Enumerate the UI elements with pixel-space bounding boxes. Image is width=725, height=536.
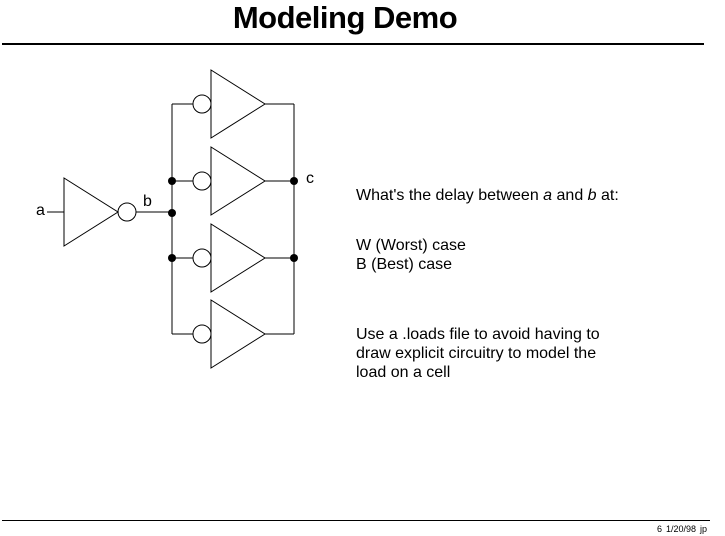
loads-file-note: Use a .loads file to avoid having to dra… — [356, 325, 600, 382]
load4-triangle — [210, 299, 266, 369]
load2-triangle — [210, 146, 266, 216]
load3-triangle — [210, 223, 266, 293]
node-label-c: c — [306, 170, 314, 187]
question-var-b: b — [587, 187, 597, 204]
question-var-a: a — [543, 187, 553, 204]
loads-note-line: draw explicit circuitry to model the — [356, 345, 597, 362]
load4-bubble — [192, 324, 212, 344]
footer-rule — [2, 520, 710, 521]
question-suffix: at: — [596, 187, 619, 204]
question-prefix: What's the delay between — [356, 187, 544, 204]
case-list: W (Worst) case B (Best) case — [356, 236, 466, 274]
page-number: 6 — [656, 524, 662, 534]
title-underline — [2, 43, 704, 45]
question-middle: and — [552, 187, 588, 204]
junction-dot — [168, 254, 176, 262]
junction-dot — [290, 254, 298, 262]
case-worst: W (Worst) case — [356, 237, 466, 254]
node-label-a: a — [36, 202, 45, 219]
driver-inverter-triangle — [63, 177, 119, 247]
loads-note-line: load on a cell — [356, 364, 451, 381]
load1-triangle — [210, 69, 266, 139]
case-best: B (Best) case — [356, 256, 453, 273]
junction-dot — [168, 209, 176, 217]
driver-inverter-bubble — [117, 202, 137, 222]
delay-question: What's the delay between a and b at: — [356, 186, 619, 205]
footer-initials: jp — [699, 524, 707, 534]
load3-bubble — [192, 248, 212, 268]
load1-bubble — [192, 94, 212, 114]
slide-title: Modeling Demo — [232, 0, 458, 35]
junction-dot — [290, 177, 298, 185]
junction-dot — [168, 177, 176, 185]
loads-note-line: Use a .loads file to avoid having to — [356, 326, 600, 343]
load2-bubble — [192, 171, 212, 191]
footer-date: 1/20/98 — [665, 524, 696, 534]
node-label-b: b — [143, 193, 152, 210]
